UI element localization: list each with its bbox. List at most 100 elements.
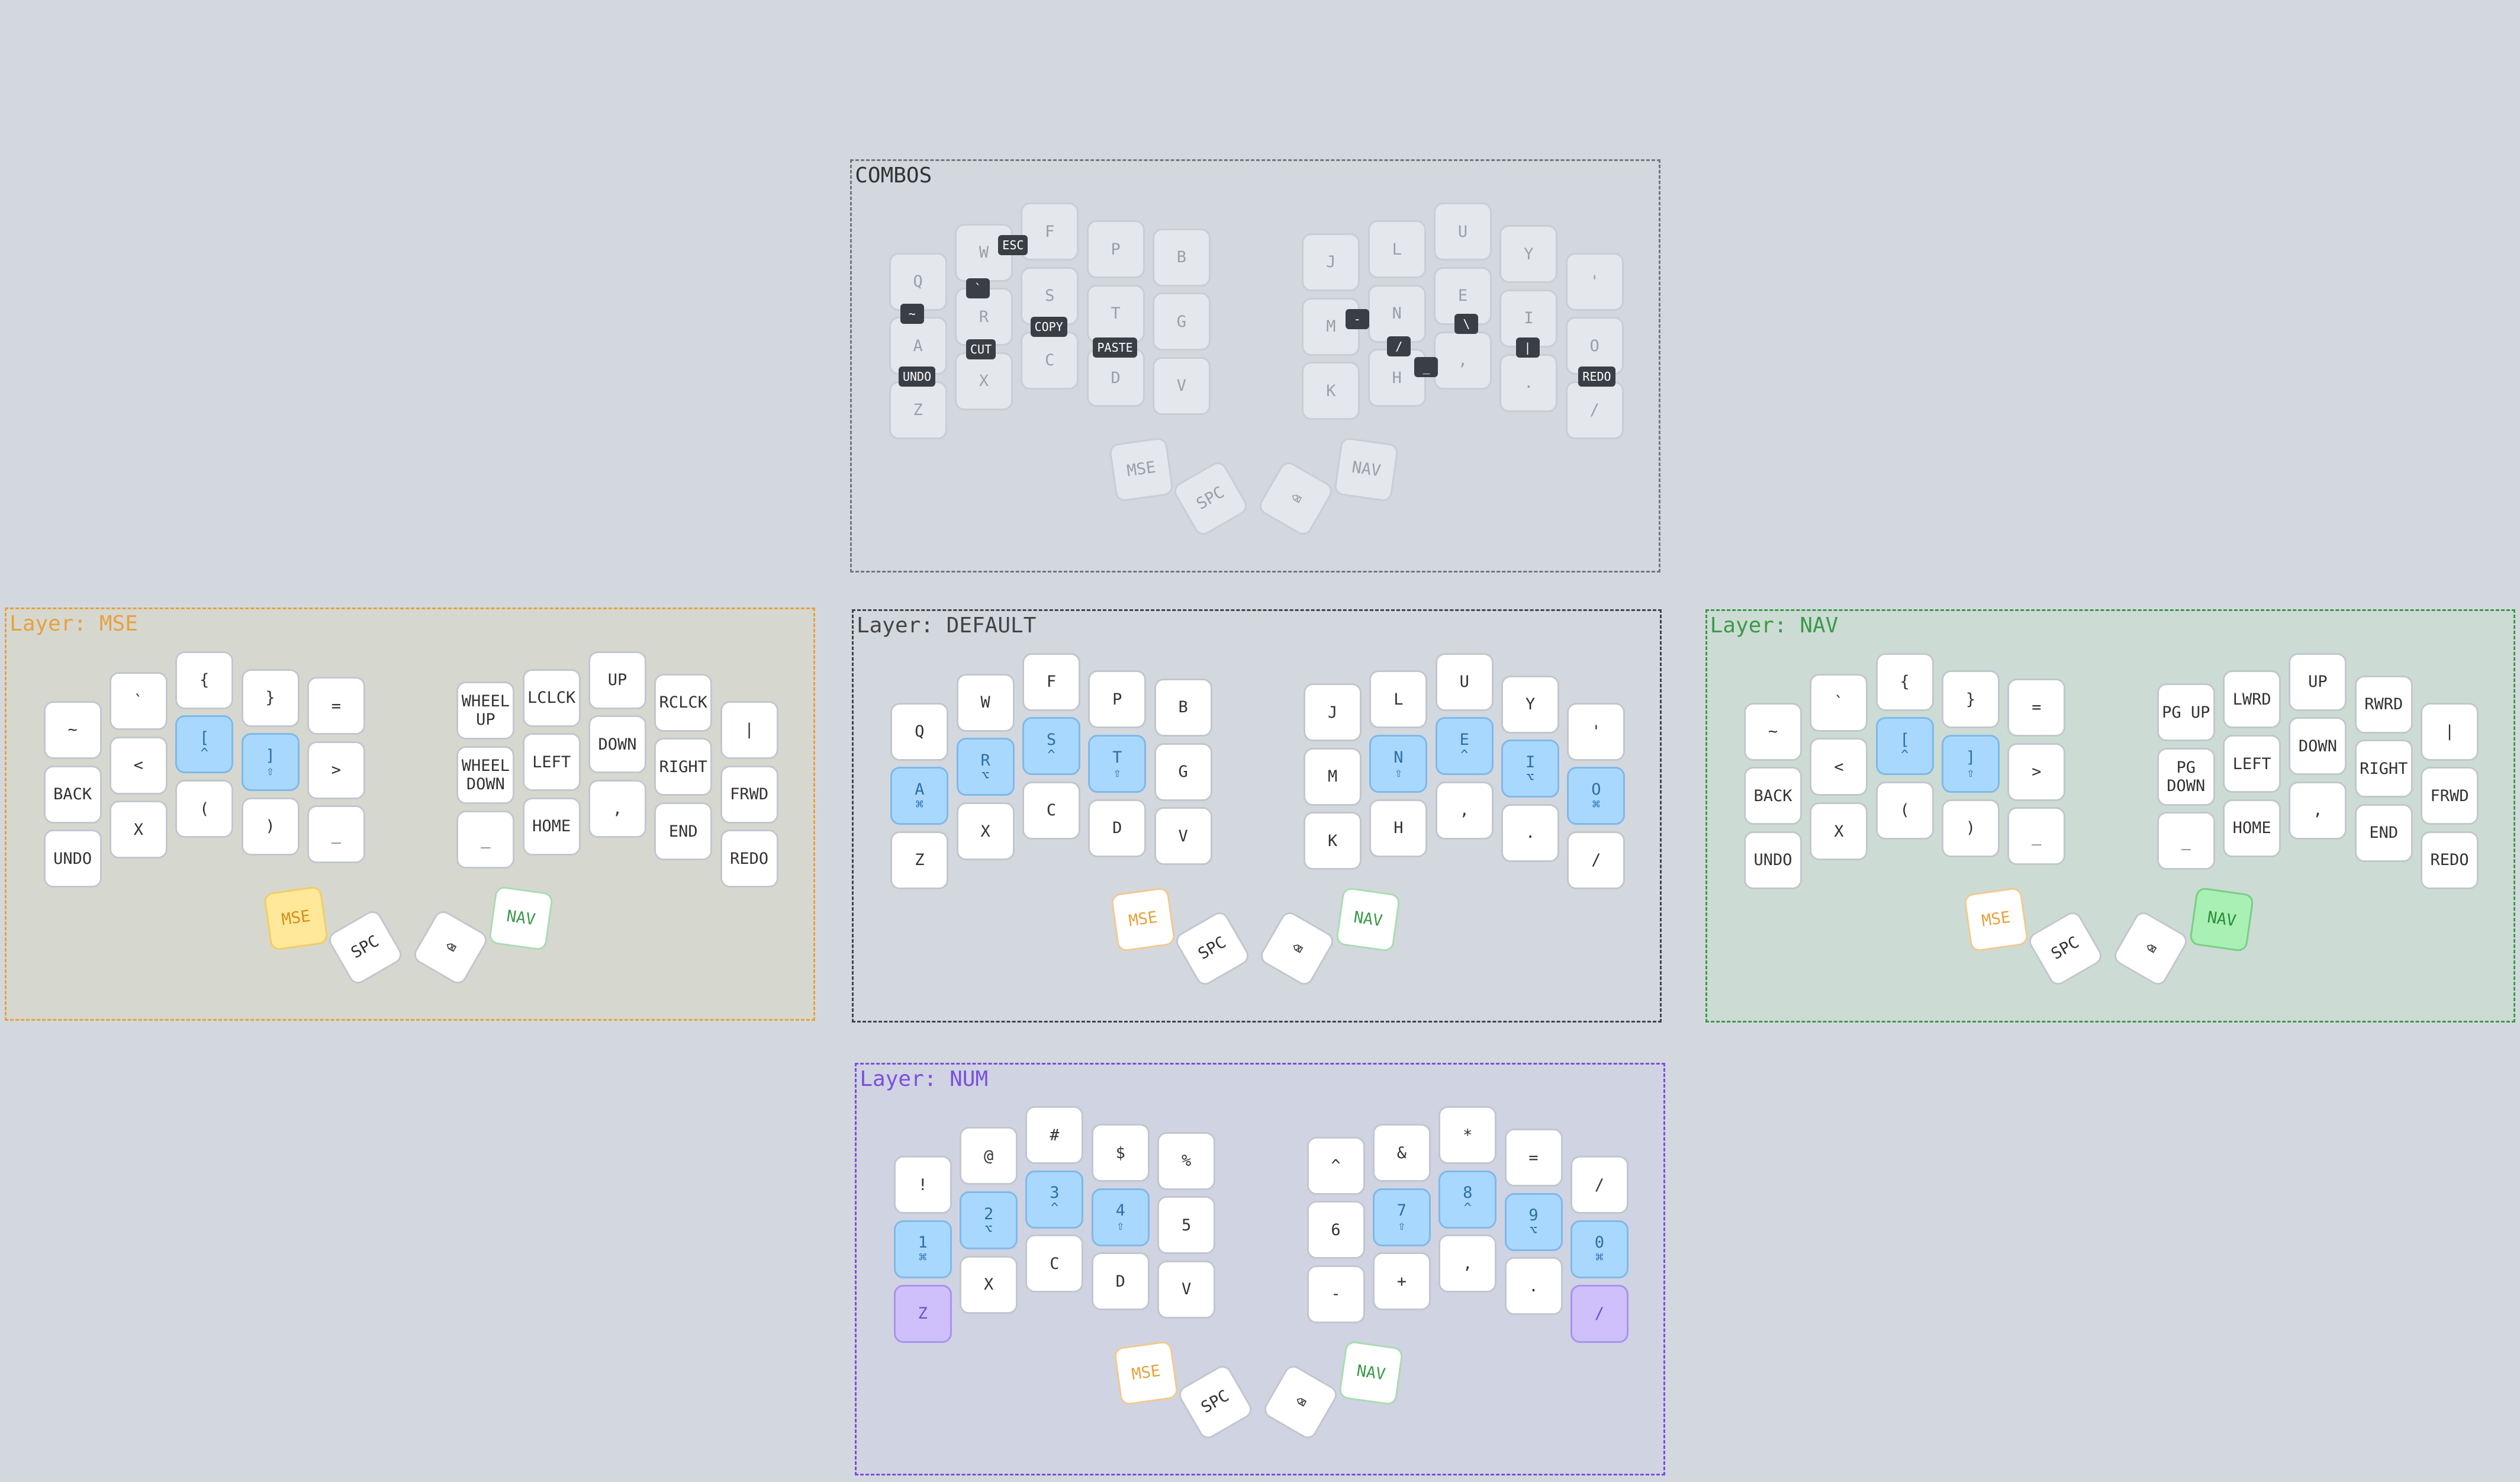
key-label: Y — [1525, 695, 1536, 714]
key-label: S — [1046, 730, 1057, 749]
key-: > — [307, 741, 365, 799]
key-label: O — [1591, 780, 1601, 799]
key-label: L — [1393, 690, 1404, 709]
key-back: BACK — [1744, 767, 1803, 825]
key-4: 4⇧ — [1091, 1188, 1150, 1246]
modifier-icon: ^ — [200, 745, 208, 761]
key-right: RIGHT — [2354, 740, 2413, 798]
key-n: N⇧ — [1369, 735, 1428, 793]
key-label: * — [1463, 1126, 1473, 1145]
key-label: U — [1457, 222, 1468, 241]
key-b: B — [1154, 679, 1212, 737]
key-: # — [1025, 1106, 1084, 1165]
key-label: D — [1112, 819, 1122, 838]
key-label: . — [1524, 374, 1534, 393]
key-label: H — [1392, 368, 1402, 387]
key-: _ — [307, 805, 365, 864]
key-label: { — [199, 671, 210, 690]
modifier-icon: ^ — [1463, 1201, 1472, 1216]
key-n: N — [1367, 284, 1426, 343]
key-label: X — [980, 822, 990, 841]
key-d: D — [1091, 1252, 1150, 1311]
key-7: 7⇧ — [1372, 1188, 1431, 1246]
key-l: L — [1367, 220, 1426, 279]
combo-badge: PASTE — [1093, 337, 1137, 358]
key-: < — [1810, 738, 1868, 796]
key-i: I⌥ — [1501, 740, 1560, 798]
thumb-key-0: MSE — [1113, 1340, 1179, 1406]
key-label: SPC — [347, 931, 382, 963]
key-l: L — [1369, 670, 1428, 729]
key-label: F — [1046, 673, 1057, 692]
key-lclck: LCLCK — [522, 668, 581, 727]
key-label: ' — [1589, 272, 1599, 291]
key-label: ⌫ — [1292, 1391, 1309, 1413]
key-0: 0⌘ — [1570, 1220, 1628, 1278]
key-: % — [1157, 1131, 1216, 1190]
key-g: G — [1154, 742, 1212, 801]
key-label: UP — [2308, 673, 2328, 692]
key-z: Z — [889, 381, 947, 439]
key-label: SPC — [1195, 933, 1230, 964]
key-label: DOWN — [598, 735, 637, 754]
key-y: Y — [1501, 675, 1560, 734]
thumb-key-3: NAV — [488, 885, 554, 951]
key-: ) — [1941, 799, 2000, 857]
key-label: 7 — [1396, 1201, 1407, 1220]
key-: , — [1438, 1235, 1497, 1293]
key-label: } — [265, 689, 275, 708]
key-b: B — [1152, 228, 1211, 287]
key-label: / — [1589, 401, 1599, 420]
key-x: X — [956, 802, 1015, 861]
key-u: U — [1435, 652, 1494, 711]
key-s: S — [1021, 266, 1079, 325]
key-label: ) — [265, 817, 275, 836]
key-label: G — [1178, 763, 1188, 782]
key-label: = — [331, 696, 341, 715]
key-label: LCLCK — [527, 689, 576, 708]
key-label: MSE — [1127, 908, 1159, 931]
key-rclck: RCLCK — [654, 673, 713, 732]
key-t: T — [1086, 284, 1145, 343]
key-redo: REDO — [720, 830, 778, 888]
key-back: BACK — [43, 765, 102, 824]
key-label: > — [331, 761, 341, 780]
key-label: X — [979, 372, 989, 391]
key-label: ⌫ — [441, 937, 459, 957]
combo-badge: | — [1515, 337, 1540, 358]
key-label: V — [1176, 377, 1187, 396]
key-y: Y — [1499, 225, 1558, 284]
key-label: RIGHT — [2360, 759, 2408, 778]
key-f: F — [1022, 652, 1080, 711]
key-label: MSE — [1125, 458, 1157, 481]
key-d: D — [1086, 349, 1145, 407]
key-: ) — [241, 797, 300, 856]
thumb-key-2: ⌫ — [1257, 909, 1337, 989]
key-label: REDO — [730, 849, 769, 868]
thumb-key-2: ⌫ — [1260, 1362, 1340, 1442]
key-j: J — [1304, 683, 1362, 742]
key-label: NAV — [1350, 458, 1382, 481]
key-label: MSE — [1130, 1362, 1162, 1384]
key-frwd: FRWD — [720, 765, 778, 824]
key-o: O — [1565, 317, 1624, 375]
thumb-key-2: ⌫ — [410, 907, 490, 987]
key-label: W — [979, 243, 989, 262]
key-frwd: FRWD — [2421, 767, 2479, 825]
key-label: NAV — [1352, 908, 1384, 931]
key-label: | — [744, 721, 754, 740]
panel-title: Layer: NUM — [860, 1066, 989, 1091]
thumb-key-0: MSE — [1108, 436, 1174, 503]
key-z: Z — [893, 1284, 952, 1343]
key-label: F — [1045, 222, 1055, 241]
modifier-icon: ⇧ — [1394, 765, 1403, 780]
key-p: P — [1086, 220, 1145, 279]
key-label: Z — [918, 1304, 928, 1323]
modifier-icon: ^ — [1901, 747, 1909, 763]
key-c: C — [1022, 781, 1080, 840]
key-label: G — [1176, 312, 1187, 331]
